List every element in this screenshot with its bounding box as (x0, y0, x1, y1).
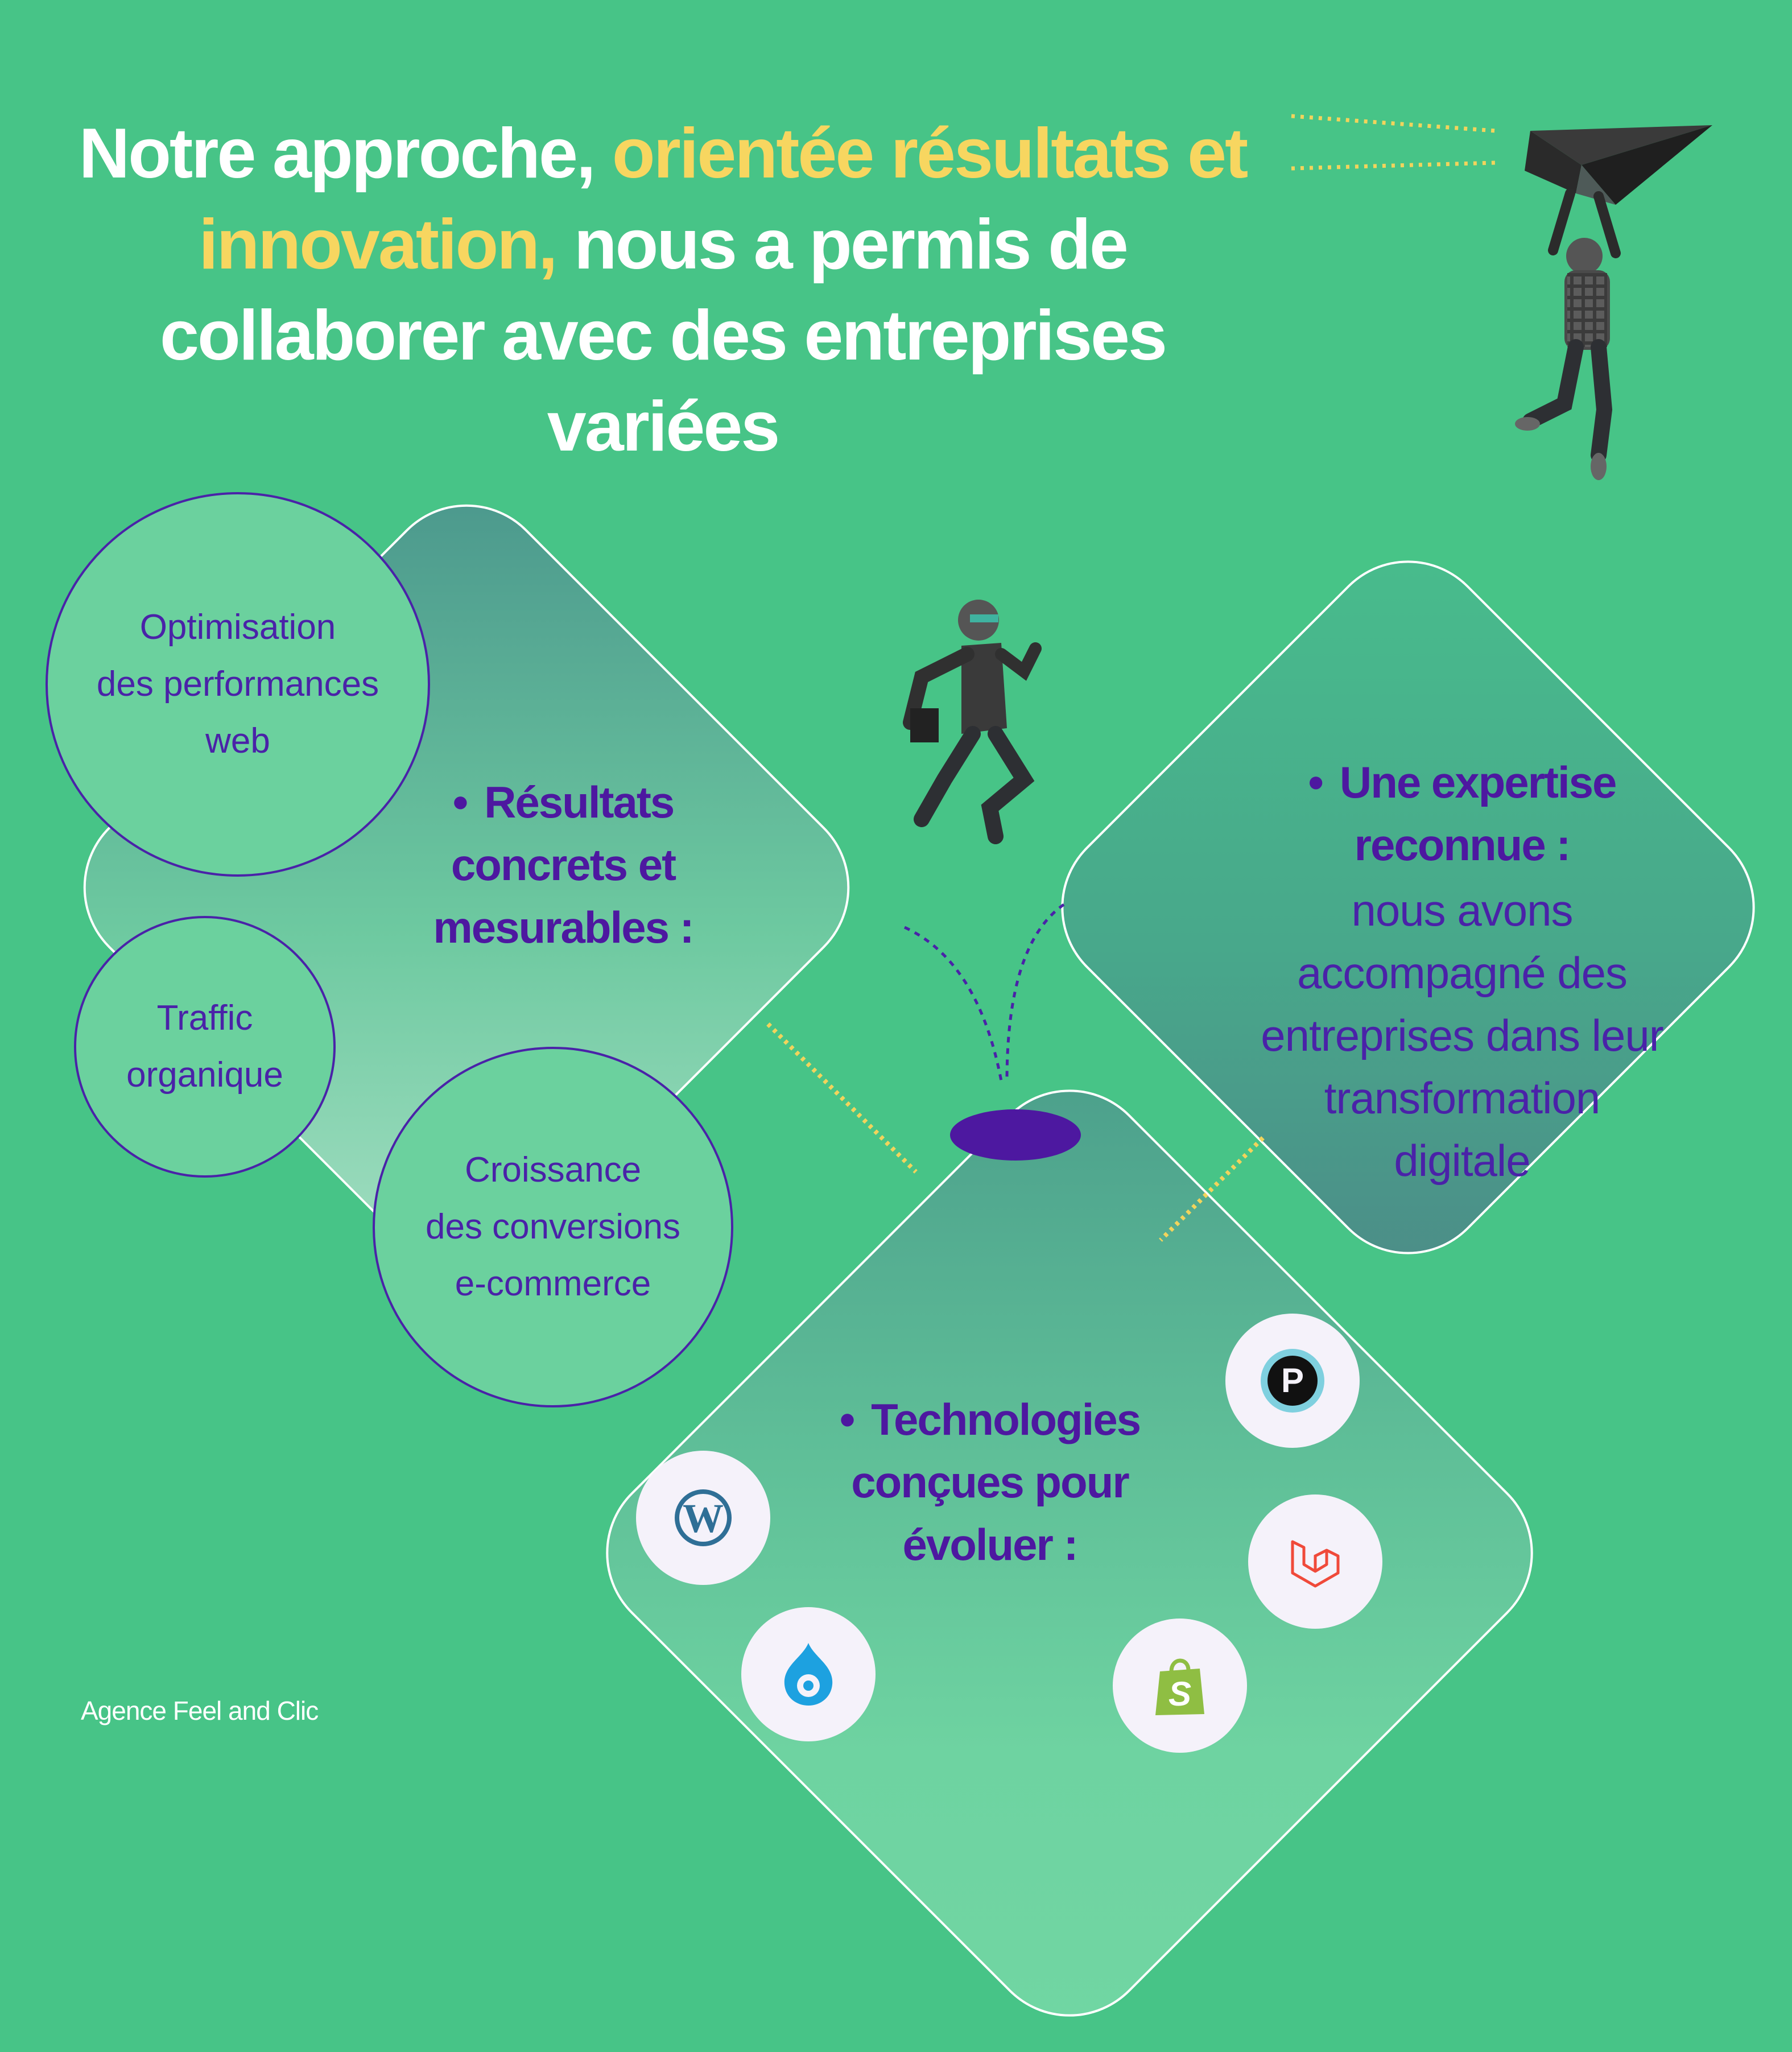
page-headline: Notre approche, orientée résultats et in… (57, 108, 1269, 472)
circle-text-line: des conversions (425, 1207, 681, 1246)
prestashop-logo: P (1225, 1314, 1360, 1448)
expertise-body: nous avons accompagné des entreprises da… (1212, 879, 1712, 1192)
expertise-body-line: entreprises dans leur (1261, 1010, 1663, 1060)
expertise-title-text: Une expertise reconnue : (1339, 757, 1617, 870)
paper-plane-man-illustration (1515, 125, 1712, 480)
circle-organic-traffic: Traffic organique (74, 916, 336, 1178)
motion-lines-decoration (1291, 114, 1497, 171)
bounce-trail-decoration (903, 903, 1065, 1081)
connector-left-decoration (766, 1022, 918, 1174)
circle-text-line: Optimisation (139, 608, 336, 647)
results-title: •Résultats concrets et mesurables : (398, 771, 728, 959)
landing-shadow-ellipse (950, 1109, 1081, 1161)
headline-highlight: orientée résultats et innovation, (199, 114, 1248, 284)
headline-part-1: Notre approche, (79, 114, 612, 193)
laravel-icon (1291, 1540, 1340, 1588)
shopify-icon: S (1155, 1658, 1204, 1715)
shopify-logo: S (1113, 1619, 1247, 1753)
expertise-title: • Une expertise reconnue : (1212, 751, 1712, 876)
circle-text-line: organique (126, 1055, 283, 1095)
results-title-text: Résultats concrets et mesurables : (433, 777, 694, 952)
svg-text:W: W (683, 1496, 724, 1541)
wordpress-logo: W (636, 1451, 770, 1585)
circle-web-performance: Optimisation des performances web (46, 492, 430, 877)
bullet-dot: • (452, 777, 468, 827)
bullet-dot: • (839, 1394, 855, 1444)
expertise-body-line: accompagné des (1296, 948, 1628, 998)
svg-text:S: S (1168, 1675, 1191, 1713)
circle-text-line: Croissance (464, 1150, 642, 1190)
drupal-logo (741, 1607, 876, 1741)
technologies-title: •Technologies conçues pour évoluer : (808, 1388, 1172, 1576)
circle-text-line: web (205, 721, 270, 761)
headline-part-2: nous a permis de collaborer avec des ent… (160, 205, 1167, 466)
connector-right-decoration (1159, 1136, 1265, 1242)
footer-brand: Agence Feel and Clic (81, 1696, 319, 1725)
svg-text:P: P (1281, 1361, 1304, 1399)
expertise-body-line: nous avons (1351, 885, 1574, 935)
wordpress-icon: W (675, 1489, 732, 1546)
technologies-title-text: Technologies conçues pour évoluer : (851, 1394, 1141, 1570)
bullet-dot: • (1308, 757, 1324, 807)
expertise-body-line: transformation (1324, 1073, 1601, 1123)
laravel-logo (1248, 1494, 1382, 1629)
jumping-man-illustration (903, 600, 1042, 844)
expertise-body-line: digitale (1394, 1136, 1530, 1186)
drupal-icon (784, 1643, 833, 1706)
circle-text-line: des performances (96, 664, 379, 704)
circle-conversion-growth: Croissance des conversions e-commerce (373, 1047, 733, 1407)
prestashop-icon: P (1261, 1349, 1324, 1413)
circle-text-line: e-commerce (455, 1264, 651, 1303)
circle-text-line: Traffic (156, 998, 253, 1038)
